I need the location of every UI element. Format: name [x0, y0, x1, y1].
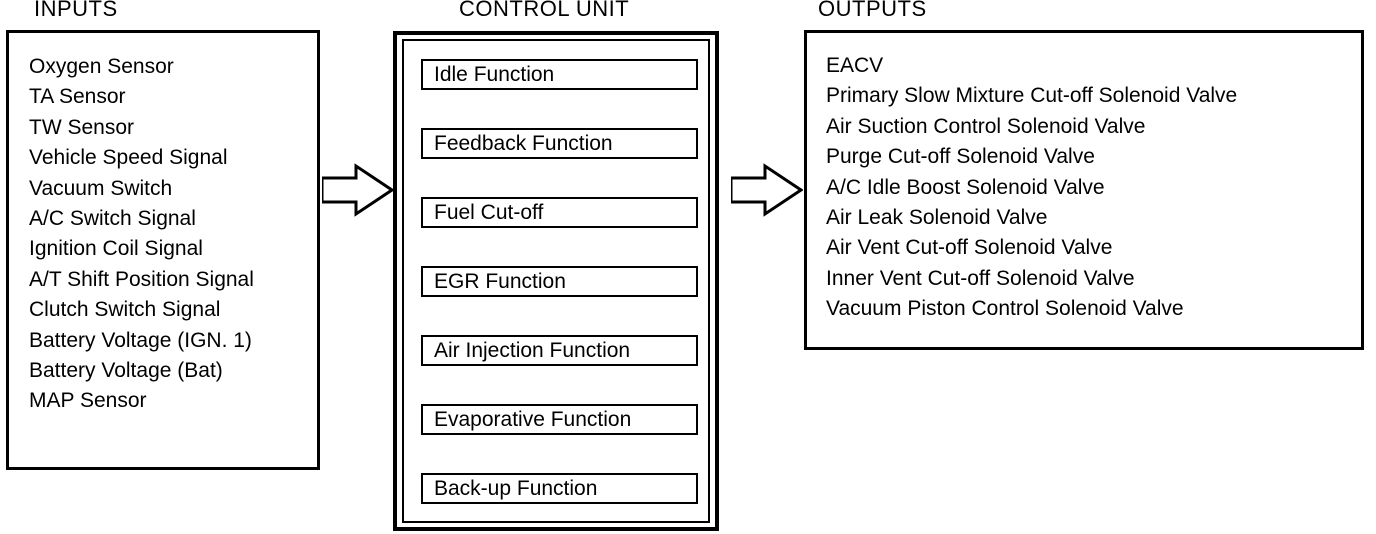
control-unit-section-title: CONTROL UNIT — [459, 0, 630, 21]
function-box-fuel-cut-off[interactable]: Fuel Cut-off — [421, 197, 698, 228]
function-box-evaporative[interactable]: Evaporative Function — [421, 404, 698, 435]
function-label: Back-up Function — [434, 476, 598, 500]
outputs-list: EACV Primary Slow Mixture Cut-off Soleno… — [826, 51, 1237, 325]
outputs-section-title: OUTPUTS — [818, 0, 927, 21]
list-item: TA Sensor — [29, 85, 126, 109]
list-item: A/C Idle Boost Solenoid Valve — [826, 175, 1105, 199]
list-item: Air Vent Cut-off Solenoid Valve — [826, 236, 1113, 260]
list-item: EACV — [826, 54, 884, 77]
outputs-panel: EACV Primary Slow Mixture Cut-off Soleno… — [804, 30, 1364, 350]
list-item: Vacuum Switch — [29, 176, 173, 200]
list-item: Oxygen Sensor — [29, 55, 174, 78]
function-label: Idle Function — [434, 62, 555, 86]
function-label: Feedback Function — [434, 131, 613, 155]
function-box-feedback[interactable]: Feedback Function — [421, 128, 698, 159]
function-box-back-up[interactable]: Back-up Function — [421, 473, 698, 504]
list-item: Battery Voltage (IGN. 1) — [29, 328, 252, 352]
list-item: Vacuum Piston Control Solenoid Valve — [826, 297, 1184, 321]
list-item: Vehicle Speed Signal — [29, 146, 228, 170]
function-label: EGR Function — [434, 269, 566, 293]
function-box-idle[interactable]: Idle Function — [421, 59, 698, 90]
function-box-egr[interactable]: EGR Function — [421, 266, 698, 297]
function-box-air-injection[interactable]: Air Injection Function — [421, 335, 698, 366]
list-item: Battery Voltage (Bat) — [29, 359, 223, 383]
inputs-to-control-arrow-icon — [322, 160, 394, 220]
list-item: Inner Vent Cut-off Solenoid Valve — [826, 266, 1135, 290]
list-item: Ignition Coil Signal — [29, 237, 203, 261]
list-item: Clutch Switch Signal — [29, 298, 221, 322]
control-unit-panel: Idle Function Feedback Function Fuel Cut… — [393, 31, 719, 531]
list-item: Primary Slow Mixture Cut-off Solenoid Va… — [826, 84, 1238, 108]
control-unit-inner-border: Idle Function Feedback Function Fuel Cut… — [402, 39, 710, 523]
list-item: A/T Shift Position Signal — [29, 267, 254, 291]
inputs-list: Oxygen Sensor TA Sensor TW Sensor Vehicl… — [29, 52, 254, 417]
list-item: Air Leak Solenoid Valve — [826, 206, 1048, 230]
function-label: Evaporative Function — [434, 407, 632, 431]
function-label: Fuel Cut-off — [434, 200, 544, 224]
list-item: TW Sensor — [29, 115, 135, 139]
list-item: Air Suction Control Solenoid Valve — [826, 114, 1146, 138]
list-item: MAP Sensor — [29, 389, 147, 413]
inputs-panel: Oxygen Sensor TA Sensor TW Sensor Vehicl… — [6, 30, 320, 470]
inputs-section-title: INPUTS — [34, 0, 118, 21]
function-label: Air Injection Function — [434, 338, 631, 362]
control-to-outputs-arrow-icon — [731, 160, 803, 220]
list-item: A/C Switch Signal — [29, 207, 196, 231]
list-item: Purge Cut-off Solenoid Valve — [826, 145, 1095, 169]
